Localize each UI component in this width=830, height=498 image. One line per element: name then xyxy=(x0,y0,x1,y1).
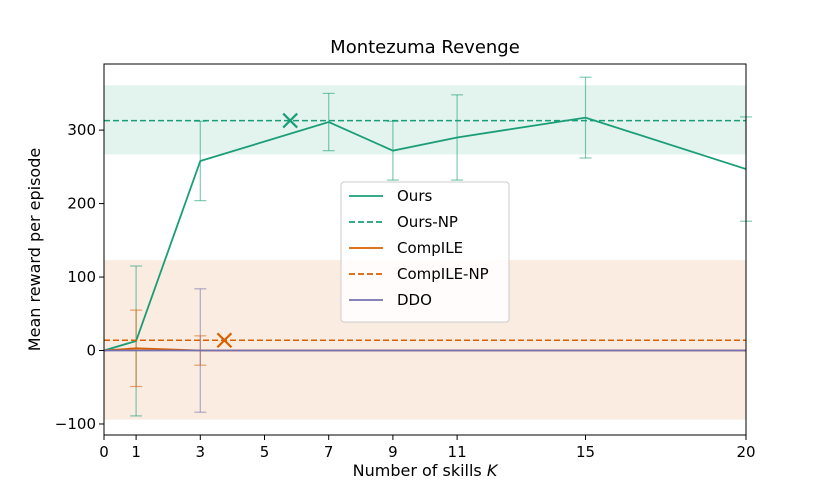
chart-title: Montezuma Revenge xyxy=(330,37,520,58)
x-tick-label: 5 xyxy=(260,443,270,461)
marker-compile-np xyxy=(216,332,233,349)
x-tick-label: 7 xyxy=(324,443,334,461)
y-tick-label: 0 xyxy=(86,342,96,360)
y-tick-label: 300 xyxy=(67,121,96,139)
legend-label-ours-np: Ours-NP xyxy=(397,213,458,231)
y-tick-label: 200 xyxy=(67,195,96,213)
x-tick-label: 0 xyxy=(99,443,109,461)
legend-box xyxy=(340,181,510,323)
x-tick-label: 15 xyxy=(576,443,595,461)
x-tick-label: 11 xyxy=(448,443,467,461)
marker-ours-np xyxy=(282,112,298,129)
legend-label-compile: CompILE xyxy=(397,239,463,257)
y-tick-label: 100 xyxy=(67,268,96,286)
x-tick-label: 9 xyxy=(388,443,398,461)
legend-label-ddo: DDO xyxy=(397,291,432,309)
legend-label-ours: Ours xyxy=(397,187,432,205)
plot-frame xyxy=(103,63,747,436)
y-tick-label: −100 xyxy=(55,415,96,433)
np-markers xyxy=(216,112,298,349)
x-tick-label: 3 xyxy=(196,443,206,461)
x-tick-label: 20 xyxy=(736,443,755,461)
y-axis-label: Mean reward per episode xyxy=(25,148,44,351)
x-axis-label: Number of skills K xyxy=(353,461,499,480)
series-lines xyxy=(103,116,747,352)
x-tick-label: 1 xyxy=(131,443,141,461)
legend-label-compile-np: CompILE-NP xyxy=(397,265,489,283)
